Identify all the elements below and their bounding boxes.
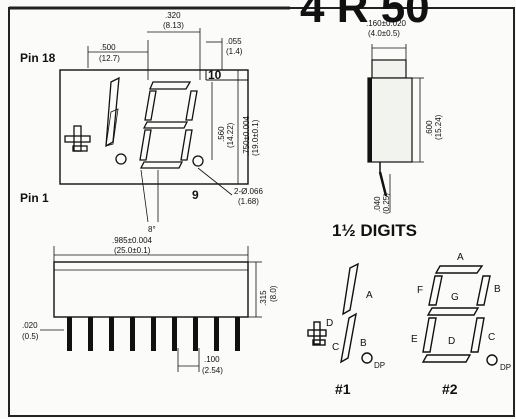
dim-320-mm: (8.13) — [163, 21, 184, 30]
digit-2-segment-a — [434, 265, 484, 274]
dim-750-mm: (19.0±0.1) — [251, 119, 260, 156]
dim-bottom-020-mm: (0.5) — [22, 332, 39, 341]
bottom-lead — [88, 317, 93, 351]
digit-1-segment-c — [307, 329, 327, 337]
digits-heading: 1½ DIGITS — [332, 221, 417, 240]
digit-2-segment-f — [428, 275, 443, 306]
front-dp-right — [192, 155, 204, 167]
dim-500: .500 — [100, 43, 116, 52]
bottom-lead — [193, 317, 198, 351]
digit-2-diagram — [421, 265, 498, 366]
pin-9-label: 9 — [192, 188, 199, 202]
side-lead — [378, 171, 388, 197]
front-half-digit-upper — [105, 76, 120, 148]
title-fragment: 4 R 50 — [300, 0, 430, 32]
digit-1-label-c: C — [332, 342, 339, 353]
front-outline — [59, 69, 249, 185]
digit-2-label-f: F — [417, 285, 423, 296]
digit-2-label-g: G — [451, 292, 459, 303]
digit-1-diagram — [307, 262, 373, 364]
dim-hole: 2-Ø.066 — [234, 187, 263, 196]
dim-500-mm: (12.7) — [99, 54, 120, 63]
bottom-leads — [67, 317, 240, 351]
digit-2-label-e: E — [411, 334, 418, 345]
digit-2-label-dp: DP — [500, 363, 511, 372]
dim-bottom-pitch: .100 — [204, 355, 220, 364]
side-view — [367, 44, 424, 212]
digit-2-label-d: D — [448, 336, 455, 347]
digit-2-title: #2 — [442, 381, 458, 397]
bottom-lead — [151, 317, 156, 351]
digit-1-segment-b — [340, 312, 357, 364]
side-lens-cap — [371, 59, 407, 79]
digit-1-label-d: D — [326, 318, 333, 329]
bottom-lead — [109, 317, 114, 351]
digit-2-label-a: A — [457, 252, 464, 263]
bottom-lead — [172, 317, 177, 351]
front-dimensions — [87, 28, 239, 223]
digit-1-title: #1 — [335, 381, 351, 397]
dim-bottom-315-mm: (8.0) — [269, 285, 278, 302]
digit-1-label-dp: DP — [374, 361, 385, 370]
dim-hole-mm: (1.68) — [238, 197, 259, 206]
side-body-shadow — [368, 78, 372, 162]
bottom-lead — [130, 317, 135, 351]
dim-side-depth: .160±0.020 — [366, 19, 407, 28]
digit-1-segment-d — [313, 321, 321, 345]
dim-slant: 8° — [148, 225, 156, 234]
digit-2-segment-g — [426, 307, 480, 316]
dim-bottom-length: .985±0.004 — [112, 236, 153, 245]
digit-2-segment-c — [470, 317, 485, 353]
dim-055: .055 — [226, 37, 242, 46]
digit-2-segment-b — [476, 275, 491, 306]
dim-750: .750±0.004 — [242, 115, 251, 156]
front-full-digit — [139, 81, 198, 169]
dim-side-040-mm: (0.25) — [382, 193, 391, 214]
bottom-lead — [235, 317, 240, 351]
side-body — [367, 77, 413, 163]
dim-560: .560 — [217, 126, 226, 142]
dim-side-600: .600 — [425, 120, 434, 136]
digit-1-segment-a — [342, 262, 359, 316]
dim-bottom-315: .315 — [259, 290, 268, 306]
dim-055-mm: (1.4) — [226, 47, 243, 56]
pin-18-label: Pin 18 — [20, 51, 56, 65]
dim-side-040: .040 — [373, 196, 382, 212]
pin-10-label: 10 — [208, 68, 222, 82]
digit-2-label-b: B — [494, 284, 501, 295]
digit-1-label-a: A — [366, 290, 373, 301]
dim-side-600-mm: (15.24) — [434, 114, 443, 140]
bottom-view — [40, 246, 262, 372]
dim-bottom-020: .020 — [22, 321, 38, 330]
front-view: 10 9 — [59, 68, 249, 202]
dim-320: .320 — [165, 11, 181, 20]
dim-560-mm: (14.22) — [226, 122, 235, 148]
front-plus-minus-mark — [64, 125, 91, 152]
bottom-lead — [214, 317, 219, 351]
digit-1-label-b: B — [360, 338, 367, 349]
dim-bottom-length-mm: (25.0±0.1) — [114, 246, 151, 255]
bottom-lead — [67, 317, 72, 351]
pin-1-label: Pin 1 — [20, 191, 49, 205]
dim-bottom-pitch-mm: (2.54) — [202, 366, 223, 375]
digit-2-label-c: C — [488, 332, 495, 343]
digit-2-dp — [486, 354, 498, 366]
digit-2-segment-e — [422, 317, 437, 353]
front-dp-left — [115, 153, 127, 165]
digit-2-segment-d — [421, 354, 472, 363]
digit-1-dp — [361, 352, 373, 364]
dim-side-depth-mm: (4.0±0.5) — [368, 29, 400, 38]
